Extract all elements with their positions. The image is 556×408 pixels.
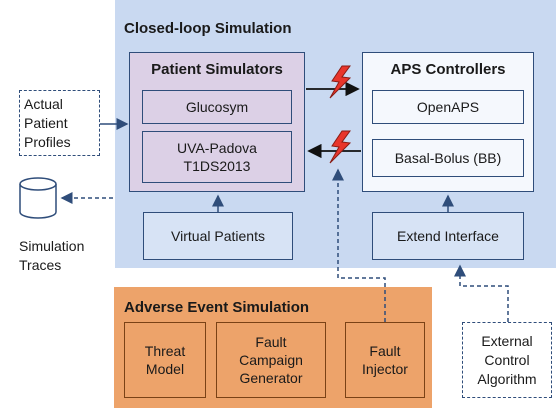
virtual-patients-box: Virtual Patients <box>143 212 293 260</box>
glucosym-box: Glucosym <box>142 90 292 124</box>
lightning-icon-bottom <box>329 130 352 164</box>
actual-patient-profiles-box: Actual Patient Profiles <box>19 90 100 156</box>
injector-to-lightning-arrow <box>332 168 386 322</box>
patient-simulators-title: Patient Simulators <box>151 61 283 78</box>
external-to-extend-arrow <box>454 264 509 322</box>
closed-loop-title: Closed-loop Simulation <box>124 20 292 37</box>
external-control-algorithm-box: External Control Algorithm <box>462 322 552 398</box>
openaps-box: OpenAPS <box>372 90 524 124</box>
simulation-traces-label: Simulation Traces <box>19 238 85 273</box>
database-icon <box>19 177 57 219</box>
uva-padova-box: UVA-Padova T1DS2013 <box>142 131 292 183</box>
adverse-event-title: Adverse Event Simulation <box>124 299 310 316</box>
basal-bolus-box: Basal-Bolus (BB) <box>372 139 524 177</box>
threat-model-box: Threat Model <box>124 322 206 398</box>
fault-injector-box: Fault Injector <box>345 322 425 398</box>
lightning-icon-top <box>329 65 352 99</box>
aps-controllers-title: APS Controllers <box>390 61 506 78</box>
fault-campaign-generator-box: Fault Campaign Generator <box>216 322 326 398</box>
extend-interface-box: Extend Interface <box>372 212 524 260</box>
